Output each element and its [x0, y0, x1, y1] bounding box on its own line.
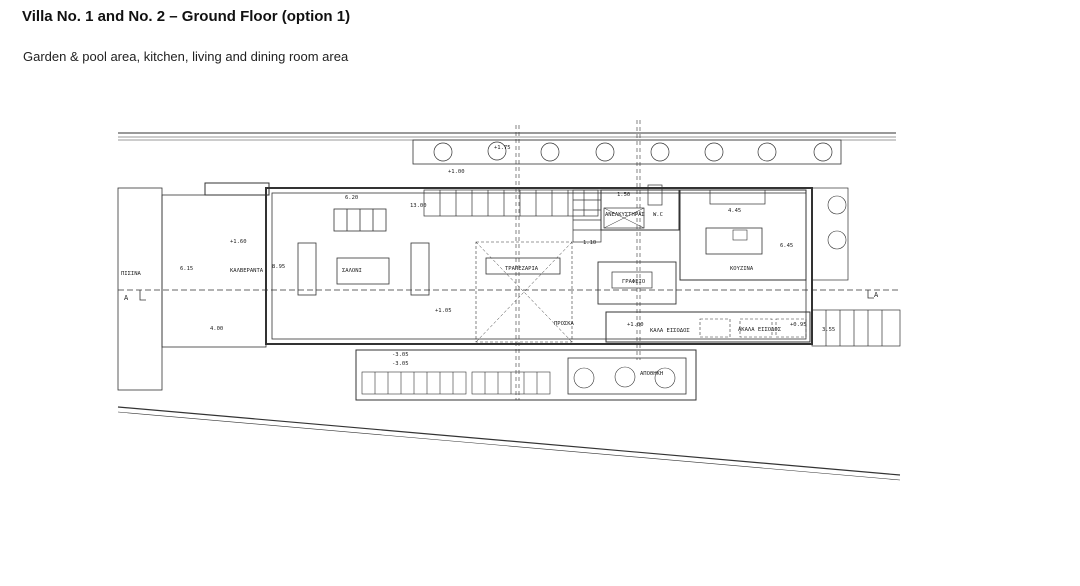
level-upper-garden: +1.75 — [494, 145, 511, 151]
level-veranda: +1.60 — [230, 239, 247, 245]
dining-table — [485, 257, 561, 275]
dim-6: 6.45 — [780, 243, 793, 249]
page-title: Villa No. 1 and No. 2 – Ground Floor (op… — [22, 8, 351, 25]
level-entry: +1.00 — [627, 322, 644, 328]
room-label-office: ΓΡΑΦΕΙΟ — [622, 279, 645, 285]
dim-1: 6.20 — [345, 195, 358, 201]
lower-terrace — [355, 349, 697, 401]
room-label-entrance2: ΑΚΑΛΑ ΕΙΣΟΔΟΣ — [738, 327, 782, 333]
dim-2: 13.00 — [410, 203, 427, 209]
office-area — [597, 261, 677, 305]
room-label-elevator: ΑΝΕΛΚΥΣΤΗΡΑΣ — [605, 212, 645, 218]
tree-icons-bottom — [573, 366, 676, 389]
site-boundary-bottom — [117, 406, 901, 476]
dim-10: 3.55 — [822, 327, 835, 333]
level-lower-2: -3.05 — [392, 361, 409, 367]
veranda-area — [161, 194, 267, 348]
pool-area — [117, 187, 163, 391]
level-living: +1.05 — [435, 308, 452, 314]
dim-4: 1.10 — [583, 240, 596, 246]
room-label-living: ΣΑΛΟΝΙ — [342, 268, 362, 274]
kitchen-island — [705, 227, 763, 255]
dining-area — [475, 241, 573, 343]
level-lower-1: -3.05 — [392, 352, 409, 358]
section-mark-left: A — [124, 294, 129, 302]
section-mark-right: A — [874, 291, 879, 299]
dim-5: 4.45 — [728, 208, 741, 214]
living-furniture — [297, 208, 430, 296]
room-label-pool: ΠΙΣΙΝΑ — [121, 271, 142, 277]
room-label-storage: ΑΠΟΘΗΚΗ — [640, 371, 663, 377]
dim-3: 1.50 — [617, 192, 630, 198]
dim-9: 4.00 — [210, 326, 223, 332]
dim-8: 8.95 — [272, 264, 285, 270]
dim-7: 6.15 — [180, 266, 193, 272]
room-label-veranda: ΚΑΛΒΕΡΑΝΤΑ — [230, 268, 264, 274]
level-stair: +0.95 — [790, 322, 807, 328]
tree-icons-top — [433, 141, 833, 162]
top-garden-strip — [412, 139, 842, 165]
room-label-wc: W.C — [653, 212, 663, 218]
page-subtitle: Garden & pool area, kitchen, living and … — [23, 49, 349, 64]
stair-top — [423, 189, 599, 217]
room-label-dining: ΤΡΑΠΕΖΑΡΙΑ — [505, 266, 539, 272]
level-top: +1.00 — [448, 169, 465, 175]
room-label-porch: ΠΡΟΣΚΑ — [554, 321, 575, 327]
storage-garden — [567, 357, 687, 395]
tree-icons-right — [827, 195, 847, 250]
room-label-kitchen: ΚΟΥΖΙΝΑ — [730, 266, 754, 272]
room-label-entrance: ΚΑΛΑ ΕΙΣΟΔΟΣ — [650, 328, 690, 334]
elevator-box — [603, 207, 645, 229]
entrance-steps — [811, 309, 901, 347]
